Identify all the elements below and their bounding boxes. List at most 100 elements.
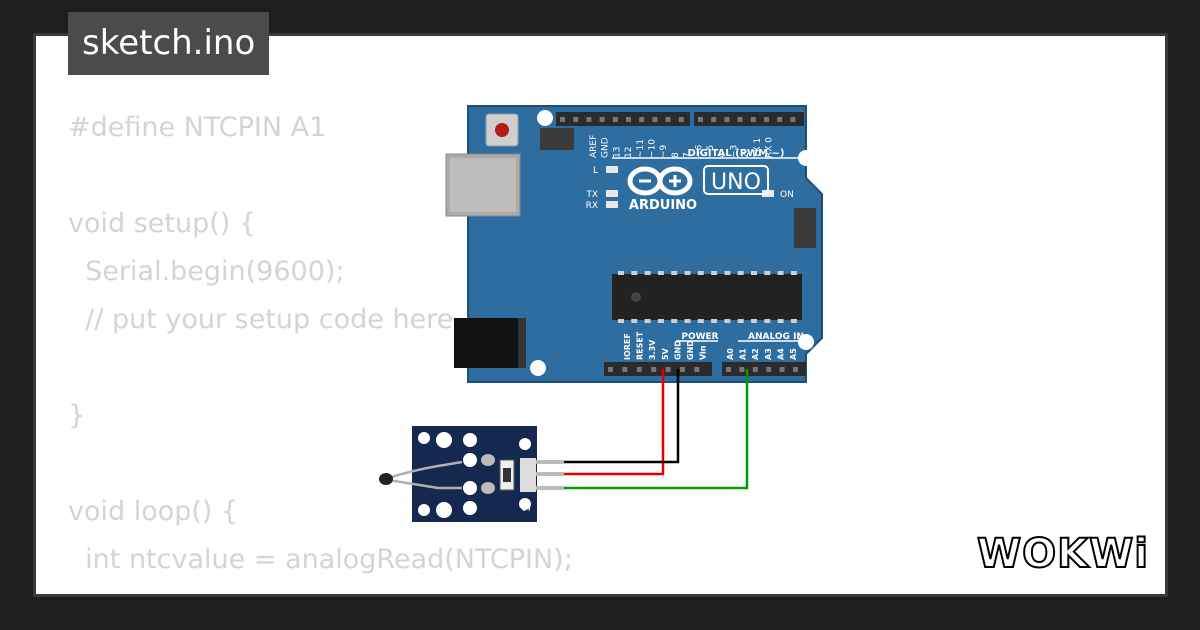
- pin-label: ~9: [659, 144, 669, 158]
- pin-label: A0: [726, 348, 735, 360]
- chip-pin: [777, 319, 784, 323]
- chip-pin: [631, 271, 638, 275]
- header-pin[interactable]: [652, 117, 658, 122]
- pin-label: AREF: [589, 135, 599, 158]
- chip-pin: [684, 319, 691, 323]
- header-pin[interactable]: [622, 367, 628, 372]
- digital-label: DIGITAL (PWM ~): [688, 148, 785, 159]
- pin-label: ~10: [648, 139, 658, 158]
- chip-pin: [697, 271, 704, 275]
- sensor-pin: [536, 472, 564, 476]
- wire-vcc[interactable]: [563, 369, 665, 476]
- mounting-hole: [537, 110, 553, 126]
- header-pin[interactable]: [694, 367, 700, 372]
- header-pin[interactable]: [766, 367, 772, 372]
- led-on: [762, 190, 774, 197]
- header-pin[interactable]: [790, 117, 796, 122]
- header-pin[interactable]: [724, 117, 730, 122]
- header-pin[interactable]: [711, 117, 717, 122]
- sensor-pad: [481, 482, 495, 494]
- header-pin[interactable]: [586, 117, 592, 122]
- header-pin[interactable]: [698, 117, 703, 122]
- sensor-pad: [481, 454, 495, 466]
- pin-label: A3: [764, 348, 773, 360]
- atmega-chip: [612, 274, 802, 320]
- header-pin[interactable]: [739, 367, 745, 372]
- pin-label: A2: [751, 348, 760, 360]
- sensor-hole: [418, 504, 430, 516]
- chip-pin: [657, 271, 664, 275]
- header-pin[interactable]: [612, 117, 618, 122]
- thermistor-leg: [387, 478, 462, 490]
- thermistor-leg: [387, 460, 463, 480]
- chip-pin: [684, 271, 691, 275]
- chip-pin: [777, 271, 784, 275]
- chip-pin: [724, 271, 731, 275]
- led-tx: [606, 190, 618, 197]
- header-pin[interactable]: [639, 117, 645, 122]
- header-pin[interactable]: [750, 117, 756, 122]
- pin-label: ~11: [636, 139, 646, 158]
- header-pin[interactable]: [636, 367, 642, 372]
- wire-gnd[interactable]: [563, 369, 680, 464]
- header-pin[interactable]: [737, 117, 743, 122]
- mounting-hole: [798, 334, 814, 350]
- led-on-label: ON: [780, 190, 794, 200]
- header-pin[interactable]: [573, 117, 579, 122]
- sensor-pad: [463, 433, 477, 447]
- chip-pin: [711, 271, 718, 275]
- led-l-label: L: [593, 166, 598, 176]
- header-pin[interactable]: [680, 367, 685, 372]
- sensor-pad: [436, 502, 452, 518]
- code-line: void loop() {: [68, 496, 239, 527]
- header-pin[interactable]: [793, 367, 798, 372]
- pin-label: 7: [683, 152, 693, 158]
- chip-pin: [764, 271, 771, 275]
- chip-pin: [671, 271, 678, 275]
- header-pin[interactable]: [626, 117, 631, 122]
- chip-pin: [657, 319, 664, 323]
- header-pin[interactable]: [752, 367, 758, 372]
- pin-label: GND: [686, 340, 695, 360]
- pin-label: 8: [671, 152, 681, 158]
- wire-signal[interactable]: [563, 369, 749, 490]
- sensor-pad: [436, 432, 452, 448]
- pin-label: GND: [673, 340, 682, 360]
- header-pin[interactable]: [560, 117, 565, 122]
- pin-label: ~5: [706, 145, 716, 158]
- sensor-pin: [536, 486, 564, 490]
- model-label: UNO: [711, 170, 761, 195]
- header-pin[interactable]: [665, 367, 671, 372]
- usb-connector-inner: [450, 158, 516, 212]
- chip-pin: [790, 271, 797, 275]
- header-pin[interactable]: [779, 367, 785, 372]
- led-tx-label: TX: [585, 190, 598, 200]
- header-pin[interactable]: [764, 117, 769, 122]
- ntc-sensor-module[interactable]: - S: [379, 426, 564, 522]
- file-tab[interactable]: sketch.ino: [68, 12, 270, 75]
- chip-pin: [711, 319, 718, 323]
- header-pin[interactable]: [665, 117, 671, 122]
- chip-pin: [618, 271, 624, 275]
- pin-label: A1: [739, 348, 748, 360]
- analog-header: [722, 362, 806, 376]
- wokwi-logo: WOKWi: [976, 530, 1149, 577]
- pin-label: 4: [718, 152, 728, 158]
- header-pin[interactable]: [608, 367, 613, 372]
- sensor-pad: [463, 453, 477, 467]
- chip-pin: [737, 319, 744, 323]
- header-pin[interactable]: [726, 367, 731, 372]
- header-pin[interactable]: [777, 117, 783, 122]
- header-pin[interactable]: [678, 117, 684, 122]
- power-header: [604, 362, 712, 376]
- header-pin[interactable]: [651, 367, 657, 372]
- chip-pin: [790, 319, 797, 323]
- header-pin[interactable]: [599, 117, 605, 122]
- code-line: Serial.begin(9600);: [68, 256, 345, 287]
- chip-pin: [631, 319, 638, 323]
- sensor-pad: [463, 501, 477, 515]
- pin-label: ~6: [694, 144, 704, 158]
